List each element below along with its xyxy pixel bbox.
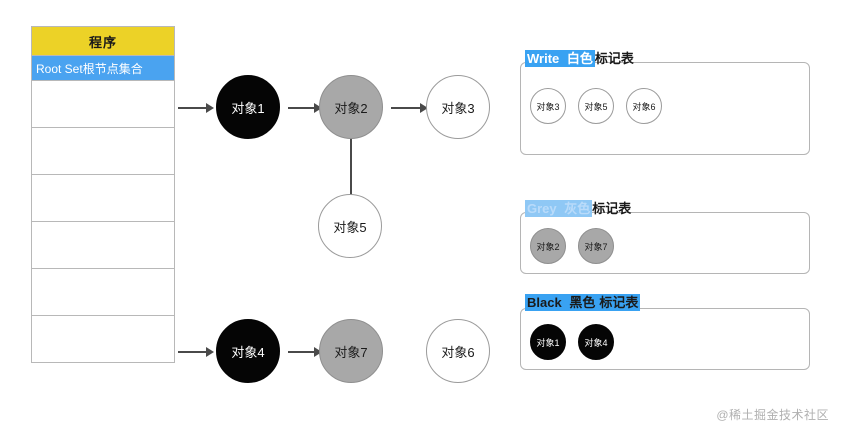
black-mark-title-tail: 标记表 [597, 294, 641, 311]
grey-mark-chip-object7[interactable]: 对象7 [578, 228, 614, 264]
edge-object2-to-object3 [391, 107, 420, 109]
program-table-row [32, 269, 174, 316]
white-mark-title-main: Write [525, 50, 562, 67]
white-mark-table [520, 62, 810, 155]
edge-object1-to-object2 [288, 107, 314, 109]
black-mark-table [520, 308, 810, 370]
edge-root-to-object1 [178, 107, 206, 109]
node-label: 对象1 [231, 100, 265, 116]
watermark: @稀土掘金技术社区 [716, 408, 829, 422]
node-object6[interactable]: 对象6 [426, 319, 490, 383]
node-label: 对象2 [334, 100, 368, 116]
arrowhead [206, 346, 214, 357]
node-object5[interactable]: 对象5 [318, 194, 382, 258]
white-mark-chip-object3[interactable]: 对象3 [530, 88, 566, 124]
white-mark-chip-object6[interactable]: 对象6 [626, 88, 662, 124]
chip-label: 对象7 [584, 241, 608, 252]
program-table-row [32, 222, 174, 269]
edge-object4-to-object7 [288, 351, 314, 353]
program-table-row [32, 81, 174, 128]
chip-label: 对象3 [536, 101, 560, 112]
node-label: 对象4 [231, 344, 265, 360]
white-mark-title-tail: 标记表 [594, 51, 634, 66]
chip-label: 对象2 [536, 241, 560, 252]
grey-mark-title-rest: 灰色 [558, 200, 593, 217]
program-table-row [32, 175, 174, 222]
node-label: 对象3 [441, 100, 475, 116]
grey-mark-chip-object2[interactable]: 对象2 [530, 228, 566, 264]
edge-root-to-object4 [178, 351, 206, 353]
grey-mark-table-title: Grey 灰色标记表 [522, 200, 634, 218]
node-label: 对象6 [441, 344, 475, 360]
edge-object5-to-object2 [350, 137, 352, 201]
node-label: 对象5 [333, 219, 367, 235]
chip-label: 对象4 [584, 337, 608, 348]
node-object7[interactable]: 对象7 [319, 319, 383, 383]
program-table-row [32, 316, 174, 362]
grey-mark-title-tail: 标记表 [592, 201, 632, 216]
black-mark-chip-object4[interactable]: 对象4 [578, 324, 614, 360]
chip-label: 对象6 [632, 101, 656, 112]
grey-mark-title-main: Grey [525, 200, 559, 217]
black-mark-chip-object1[interactable]: 对象1 [530, 324, 566, 360]
grey-mark-table [520, 212, 810, 274]
chip-label: 对象5 [584, 101, 608, 112]
node-object2[interactable]: 对象2 [319, 75, 383, 139]
chip-label: 对象1 [536, 337, 560, 348]
black-mark-title-main: Black [525, 294, 564, 311]
node-object3[interactable]: 对象3 [426, 75, 490, 139]
program-table: 程序 Root Set根节点集合 [31, 26, 175, 363]
arrowhead [314, 346, 322, 357]
node-object4[interactable]: 对象4 [216, 319, 280, 383]
arrowhead [206, 102, 214, 113]
program-table-row [32, 128, 174, 175]
white-mark-table-title: Write 白色标记表 [522, 50, 637, 68]
white-mark-chip-object5[interactable]: 对象5 [578, 88, 614, 124]
node-label: 对象7 [334, 344, 368, 360]
white-mark-title-rest: 白色 [561, 50, 595, 67]
root-set-row: Root Set根节点集合 [32, 56, 174, 81]
node-object1[interactable]: 对象1 [216, 75, 280, 139]
arrowhead [420, 102, 428, 113]
black-mark-title-rest: 黑色 [563, 294, 598, 311]
arrowhead [314, 102, 322, 113]
program-table-header: 程序 [32, 27, 174, 56]
black-mark-table-title: Black 黑色标记表 [522, 294, 643, 312]
